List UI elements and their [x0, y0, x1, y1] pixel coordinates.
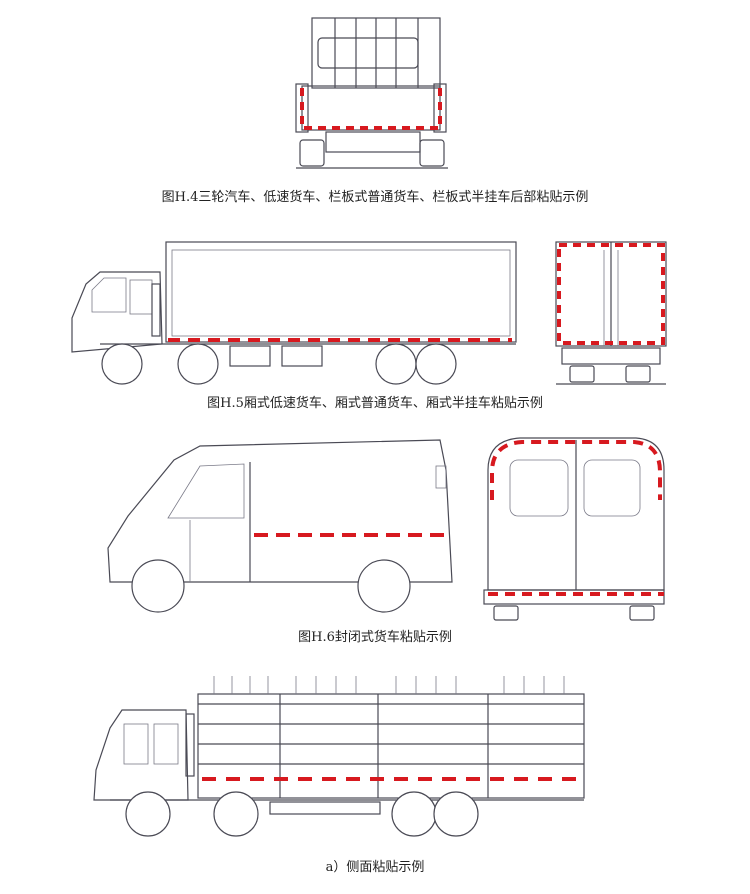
fig-h6-side-view	[107, 439, 453, 613]
caption-h6: 图H.6封闭式货车粘贴示例	[298, 630, 452, 645]
reflective-tape	[490, 440, 662, 500]
fig-side-drawing	[93, 676, 585, 837]
caption-side-example: a）侧面粘贴示例	[325, 860, 425, 875]
fig-h4-drawing	[295, 17, 448, 169]
fig-h5-side-view	[71, 241, 517, 385]
rack-stakes	[213, 676, 565, 694]
caption-h5: 图H.5厢式低速货车、厢式普通货车、厢式半挂车粘贴示例	[207, 396, 543, 411]
reflective-tape	[557, 243, 665, 345]
caption-h4: 图H.4三轮汽车、低速货车、栏板式普通货车、栏板式半挂车后部粘贴示例	[161, 190, 589, 205]
fig-h6-rear-view	[483, 437, 665, 621]
fig-h5-rear-view	[555, 241, 667, 385]
